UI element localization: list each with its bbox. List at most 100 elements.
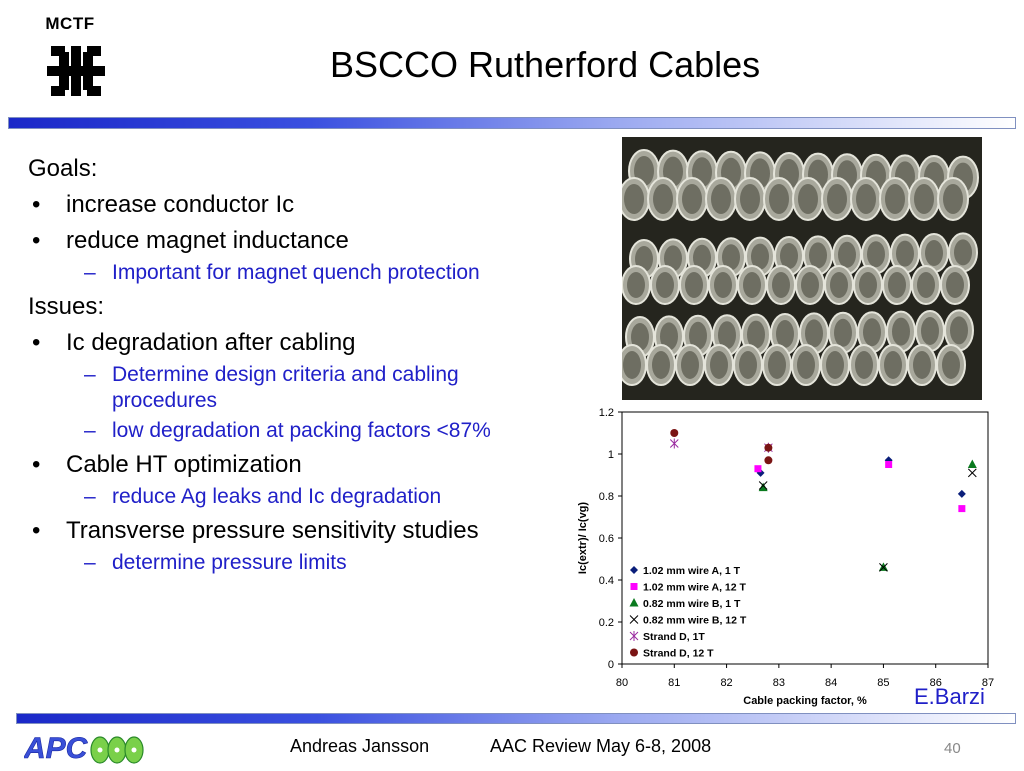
x-tick-label: 85: [877, 677, 889, 689]
bullet-item: • Cable HT optimization: [28, 450, 558, 480]
strand-core: [946, 272, 964, 298]
data-point: [957, 489, 966, 498]
legend-label: 0.82 mm wire B, 12 T: [643, 615, 747, 627]
x-axis-label: Cable packing factor, %: [743, 695, 867, 707]
mctf-logo-text: MCTF: [45, 14, 95, 33]
strand-core: [798, 184, 818, 214]
title-divider-bar: [8, 117, 1016, 129]
strand-core: [896, 240, 914, 267]
strand-core: [623, 351, 641, 379]
data-point: [758, 481, 768, 490]
strand-core: [747, 320, 765, 349]
sub-bullet-mark: –: [84, 485, 96, 508]
strand-core: [624, 184, 644, 214]
data-point: [764, 443, 773, 452]
bullet-mark: •: [32, 451, 41, 478]
bullet-item: •Ic degradation after cabling: [28, 328, 558, 358]
strand-core: [627, 272, 645, 298]
strand-core: [693, 244, 711, 271]
sub-bullet-text: determine pressure limits: [112, 551, 347, 574]
bullet-text: Transverse pressure sensitivity studies: [66, 517, 479, 544]
data-point: [764, 456, 773, 465]
strand-core: [826, 351, 844, 379]
strand-core: [689, 321, 707, 350]
strand-core: [780, 243, 798, 269]
strand-core: [943, 184, 963, 214]
sub-bullet-mark: –: [84, 419, 96, 442]
bullet-item: • Transverse pressure sensitivity studies: [28, 516, 558, 546]
strand-core: [743, 272, 761, 298]
legend-label: 1.02 mm wire A, 12 T: [643, 582, 746, 594]
author-credit: E.Barzi: [914, 684, 985, 709]
legend-marker: [630, 648, 638, 657]
x-tick-label: 84: [825, 677, 837, 689]
bullet-item: •reduce magnet inductance: [28, 226, 558, 256]
sub-bullet-mark: –: [84, 363, 96, 386]
sub-bullet-mark: –: [84, 551, 96, 574]
bullet-text: increase conductor Ic: [66, 191, 295, 218]
x-tick-label: 83: [773, 677, 785, 689]
legend-label: 0.82 mm wire B, 1 T: [643, 598, 741, 610]
strand-core: [809, 242, 827, 269]
strand-core: [664, 245, 682, 272]
strand-core: [914, 184, 934, 214]
strand-core: [892, 317, 910, 346]
data-point: [878, 562, 888, 571]
page-number: 40: [944, 740, 961, 757]
strand-core: [954, 239, 972, 266]
strand-core: [942, 351, 960, 379]
strand-core: [797, 351, 815, 379]
x-tick-label: 87: [982, 677, 994, 689]
sub-bullet-item: –Important for magnet quench protection: [28, 260, 558, 286]
strand-core: [768, 351, 786, 379]
strand-core: [635, 246, 653, 272]
goals-heading: Goals:: [28, 155, 98, 182]
legend-label: Strand D, 1T: [643, 631, 705, 643]
data-point: [754, 465, 762, 473]
x-tick-label: 80: [616, 677, 628, 689]
sub-bullet-mark: –: [84, 261, 96, 284]
y-tick-label: 1.2: [599, 407, 614, 419]
strand-core: [656, 272, 674, 298]
strand-core: [653, 184, 673, 214]
strand-core: [838, 241, 856, 268]
strand-core: [834, 318, 852, 347]
data-point: [958, 505, 966, 513]
slide-title: BSCCO Rutherford Cables: [330, 44, 761, 85]
strand-core: [660, 322, 678, 351]
sub-bullet-item: –low degradation at packing factors <87%: [28, 418, 558, 444]
data-point: [758, 482, 768, 492]
y-tick-label: 1: [608, 449, 614, 461]
strand-core: [681, 351, 699, 379]
strand-core: [739, 351, 757, 379]
strand-core: [776, 320, 794, 348]
strand-core: [718, 321, 736, 350]
strand-core: [652, 351, 670, 379]
strand-core: [884, 351, 902, 379]
strand-core: [855, 351, 873, 379]
strand-core: [856, 184, 876, 214]
strand-core: [722, 244, 740, 271]
bullet-text: Cable HT optimization: [66, 451, 302, 478]
strand-core: [805, 319, 823, 348]
x-tick-label: 81: [668, 677, 680, 689]
legend-marker: [630, 566, 638, 574]
bullet-list: Goals: • increase conductor Ic •reduce ma…: [28, 150, 558, 576]
data-point: [885, 461, 893, 468]
bullet-mark: •: [32, 227, 41, 254]
legend-marker: [629, 598, 639, 607]
legend-label: 1.02 mm wire A, 1 T: [643, 565, 741, 577]
strand-core: [714, 272, 732, 298]
data-point: [670, 429, 679, 437]
strand-core: [685, 272, 703, 298]
data-point: [967, 468, 977, 478]
sub-bullet-text: reduce Ag leaks and Ic degradation: [112, 485, 442, 508]
plot-area: [621, 411, 989, 665]
footer-presenter: Andreas Jansson: [290, 736, 430, 756]
footer-event: AAC Review May 6-8, 2008: [490, 736, 712, 756]
x-tick-label: 86: [930, 677, 942, 689]
bullet-mark: •: [32, 517, 41, 544]
strand-core: [682, 184, 702, 214]
data-point: [879, 563, 888, 572]
